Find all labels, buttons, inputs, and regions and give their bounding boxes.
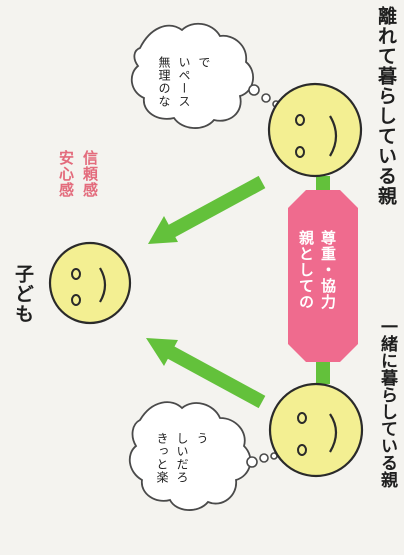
bubble-apart-line-3: で: [197, 56, 211, 69]
respect-badge: [288, 190, 358, 362]
face-parent-apart: [267, 82, 363, 178]
thought-bubble-apart: [130, 22, 280, 129]
label-parent-apart: 離れて暮らしている親: [375, 6, 397, 206]
bubble-apart-line-2: いペース: [177, 56, 191, 108]
bubble-together-line-3: う: [195, 432, 209, 445]
label-parent-together: 一緒に暮らしている親: [377, 318, 397, 488]
respect-line-1: 親としての: [297, 230, 315, 310]
feeling-anshin: 安心感: [57, 150, 75, 198]
bubble-together-line-1: きっと楽: [155, 432, 169, 484]
label-child: 子ども: [12, 264, 34, 324]
bubble-together-line-2: しいだろ: [175, 432, 189, 484]
thought-bubble-together: [128, 401, 278, 511]
face-child: [48, 241, 132, 325]
arrow-to-child-from-apart: [148, 175, 266, 244]
respect-line-2: 尊重・協力: [319, 230, 337, 310]
arrow-to-child-from-together: [146, 338, 266, 409]
feeling-shinrai: 信頼感: [81, 150, 99, 198]
face-parent-together: [268, 382, 364, 478]
bubble-apart-line-1: 無理のな: [157, 56, 171, 108]
